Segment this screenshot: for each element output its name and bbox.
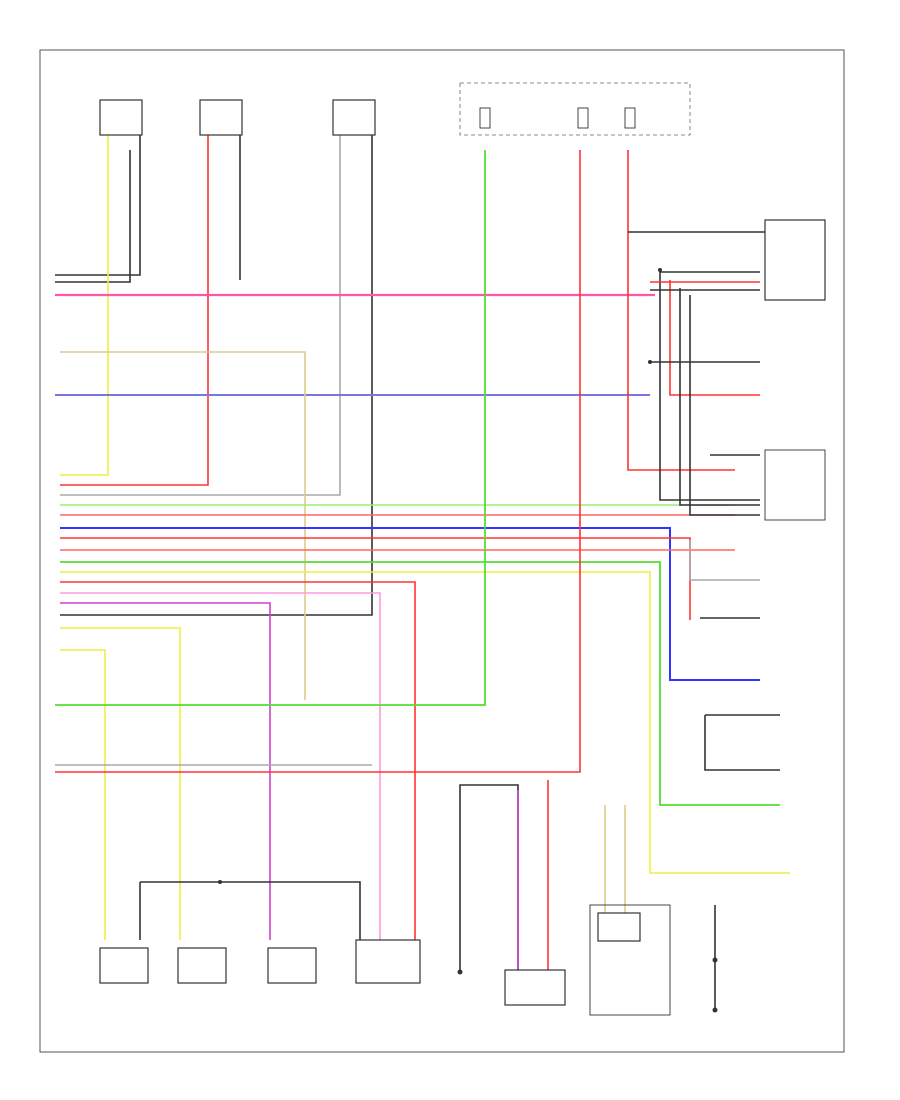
wire-dark-6	[659, 270, 760, 501]
top-component-3	[332, 99, 376, 136]
bottom-component-3	[267, 947, 317, 984]
wire-green-3	[55, 150, 486, 706]
relay-right-top	[764, 219, 826, 301]
instrument-cluster	[589, 904, 671, 1016]
wire-red-5	[60, 581, 416, 940]
wire-dark-1	[55, 110, 141, 276]
wire-dark-14	[704, 715, 780, 771]
connector-dot	[658, 268, 662, 272]
fuse-1	[479, 107, 491, 129]
switch-right-mid	[764, 449, 826, 521]
wire-tan-1	[60, 351, 306, 700]
wire-yellow-4	[60, 649, 106, 940]
bottom-component-1	[99, 947, 149, 984]
fuse-block	[459, 82, 691, 136]
connector-dot	[712, 1007, 718, 1013]
connector-dot	[712, 957, 718, 963]
wire-yellow-1	[60, 135, 109, 476]
bottom-component-4	[355, 939, 421, 984]
wires	[55, 110, 790, 1010]
fuse-3	[624, 107, 636, 129]
wire-red-1	[60, 135, 209, 486]
connectors	[218, 268, 718, 1013]
wire-red-8	[669, 280, 760, 396]
cluster-module	[597, 912, 641, 942]
connector-dot	[648, 360, 652, 364]
fuse-2	[577, 107, 589, 129]
wire-red-3	[60, 537, 691, 620]
wire-dark-8	[689, 295, 760, 516]
wire-pink-2	[60, 592, 381, 940]
wire-grey-3	[689, 540, 760, 581]
connector-dot	[457, 969, 463, 975]
connector-dot	[218, 880, 222, 884]
wire-grey-1	[60, 135, 341, 496]
wire-dark-7	[679, 288, 760, 506]
bottom-component-5	[504, 969, 566, 1006]
bottom-component-2	[177, 947, 227, 984]
wire-dark-16	[459, 784, 519, 970]
wire-dark-2	[55, 150, 131, 283]
wire-red-7	[627, 150, 735, 471]
components	[99, 82, 826, 1016]
top-component-1	[99, 99, 143, 136]
wire-dark-4	[60, 135, 373, 616]
wire-red-6	[55, 150, 581, 773]
diagram-frame	[39, 49, 845, 1053]
wire-magenta-1	[60, 602, 271, 940]
wire-yellow-2	[60, 571, 790, 874]
wire-dark-17	[140, 881, 361, 940]
wire-blue-1	[60, 527, 760, 681]
wire-green-2	[60, 561, 780, 806]
wire-yellow-3	[60, 627, 181, 940]
top-component-2	[199, 99, 243, 136]
